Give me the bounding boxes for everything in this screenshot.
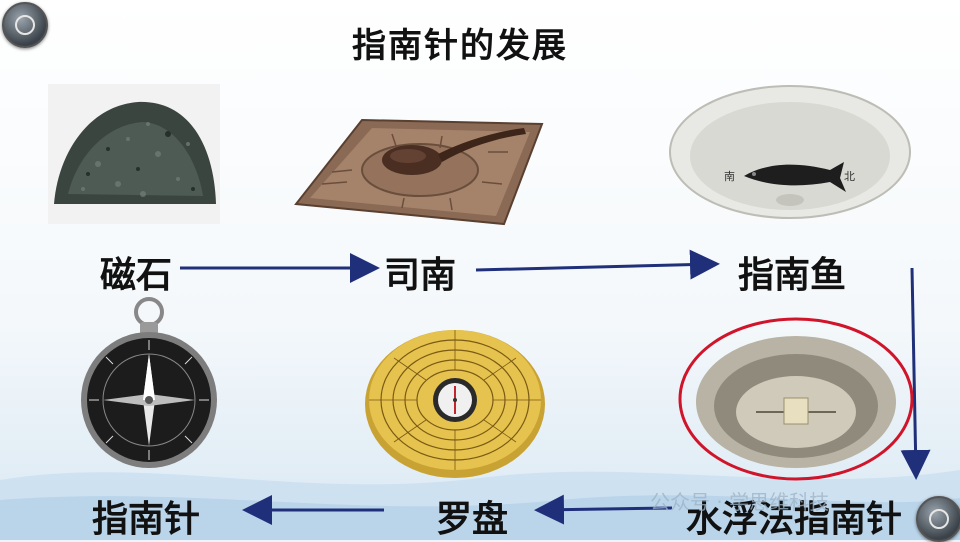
stage-fish-label: 指南鱼 xyxy=(738,254,847,296)
fish-south-mark: 南 xyxy=(724,170,735,183)
stage-sinan-label: 司南 xyxy=(384,254,457,296)
watermark-text: 公众号 · 学思维科技 xyxy=(650,490,830,514)
luopan-image xyxy=(365,330,545,478)
sinan-image xyxy=(294,118,544,226)
page-title: 指南针的发展 xyxy=(352,26,568,66)
fish-north-mark: 北 xyxy=(844,170,855,183)
stage-magnetite-label: 磁石 xyxy=(100,254,173,296)
highlight-ring xyxy=(678,317,914,481)
magnetite-image xyxy=(48,84,220,224)
corner-emblem-icon xyxy=(916,496,960,542)
stage-water-compass-label: 水浮法指南针 xyxy=(686,498,903,540)
compass-image xyxy=(81,297,217,468)
water-compass-image xyxy=(678,317,914,481)
stage-luopan-label: 罗盘 xyxy=(436,498,509,540)
stage-compass-label: 指南针 xyxy=(92,498,201,540)
fish-bowl-image: 南 北 xyxy=(669,85,911,219)
corner-emblem-icon xyxy=(2,2,48,48)
